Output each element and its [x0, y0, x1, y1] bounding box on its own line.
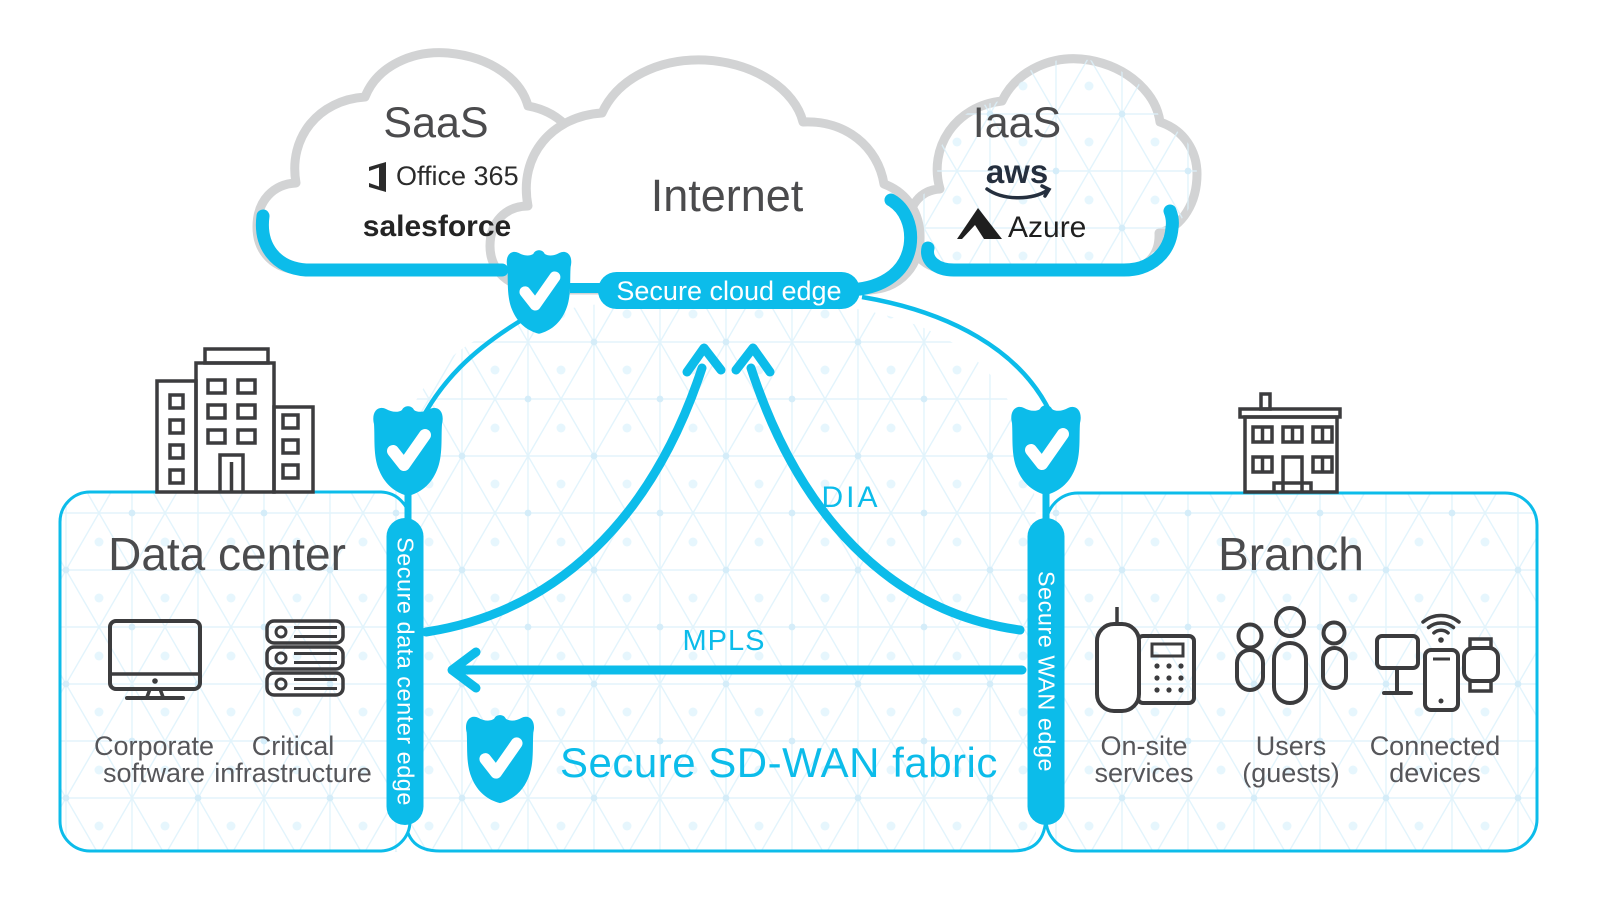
critical-infrastructure-label-1: Critical — [252, 731, 335, 761]
connected-devices-label-2: devices — [1389, 758, 1481, 788]
aws-smile-arrow — [1040, 184, 1052, 198]
dia-arrow-right-curve — [746, 363, 1025, 635]
critical-infrastructure-icon — [265, 619, 345, 697]
office365-logo: Office 365 — [369, 161, 519, 192]
onsite-services-label-1: On-site — [1100, 731, 1187, 761]
secure-wan-edge-label: Secure WAN edge — [1034, 571, 1060, 772]
azure-label: Azure — [1008, 211, 1086, 244]
secure-cloud-edge-label: Secure cloud edge — [616, 276, 841, 306]
dia-arrow-left-curve — [421, 363, 707, 637]
internet-accent — [843, 193, 918, 297]
corporate-software-icon — [108, 619, 202, 700]
saas-title: SaaS — [383, 99, 488, 147]
aws-logo: aws — [985, 153, 1052, 200]
onsite-services-icon — [1095, 607, 1196, 713]
onsite-services-label-2: services — [1094, 758, 1193, 788]
office-icon — [369, 162, 386, 192]
iaas-accent — [921, 204, 1179, 277]
datacenter-title: Data center — [108, 528, 346, 580]
cloud-accent-strokes — [255, 193, 1179, 297]
aws-smile — [985, 187, 1050, 200]
connected-devices-icon — [1375, 613, 1500, 712]
iaas-title: IaaS — [973, 99, 1061, 147]
aws-label: aws — [986, 153, 1048, 190]
secure-cloud-edge-pill — [598, 272, 860, 309]
office365-label: Office 365 — [396, 161, 519, 191]
corporate-software-label-1: Corporate — [94, 731, 214, 761]
dia-arrows — [421, 343, 1025, 637]
mpls-arrow-head — [447, 647, 481, 693]
sdwan-fabric-label-group: Secure SD-WAN fabric — [466, 715, 998, 803]
users-label-1: Users — [1256, 731, 1327, 761]
internet-cloud-outline — [485, 55, 925, 295]
branch-box — [1044, 491, 1539, 853]
branch-building-icon — [1238, 392, 1342, 494]
dia-arrow-right-head — [731, 343, 775, 377]
users-icon — [1235, 606, 1348, 705]
secure-datacenter-edge: Secure data center edge — [373, 406, 442, 825]
secure-datacenter-edge-label: Secure data center edge — [393, 537, 419, 806]
corporate-software-label-2: software — [103, 758, 205, 788]
secure-datacenter-edge-pill — [386, 518, 424, 825]
fabric-label: Secure SD-WAN fabric — [560, 739, 998, 786]
mpls-label: MPLS — [683, 625, 766, 657]
azure-logo: Azure — [957, 208, 1086, 244]
dia-arrow-left-head — [682, 343, 726, 377]
secure-wan-edge: Secure WAN edge — [1011, 405, 1080, 825]
saas-accent — [255, 209, 509, 277]
fabric-region-pattern — [388, 298, 1036, 852]
salesforce-logo: salesforce — [363, 210, 511, 243]
branch-title: Branch — [1218, 528, 1364, 580]
azure-icon-notch — [962, 225, 984, 239]
internet-cloud — [485, 55, 925, 295]
right-edge-arc — [861, 294, 1053, 413]
users-label-2: (guests) — [1242, 758, 1340, 788]
critical-infrastructure-label-2: infrastructure — [214, 758, 372, 788]
datacenter-box — [58, 490, 412, 853]
mpls-arrow — [447, 647, 1027, 693]
connected-devices-label-1: Connected — [1370, 731, 1501, 761]
secure-cloud-edge: Secure cloud edge — [507, 250, 860, 333]
datacenter-building-icon — [155, 347, 315, 494]
fabric-region-bottom-border — [403, 813, 1048, 853]
internet-title: Internet — [651, 170, 804, 221]
secure-wan-edge-pill — [1027, 518, 1065, 825]
dia-label: DIA — [821, 481, 880, 514]
azure-icon — [957, 208, 1002, 239]
